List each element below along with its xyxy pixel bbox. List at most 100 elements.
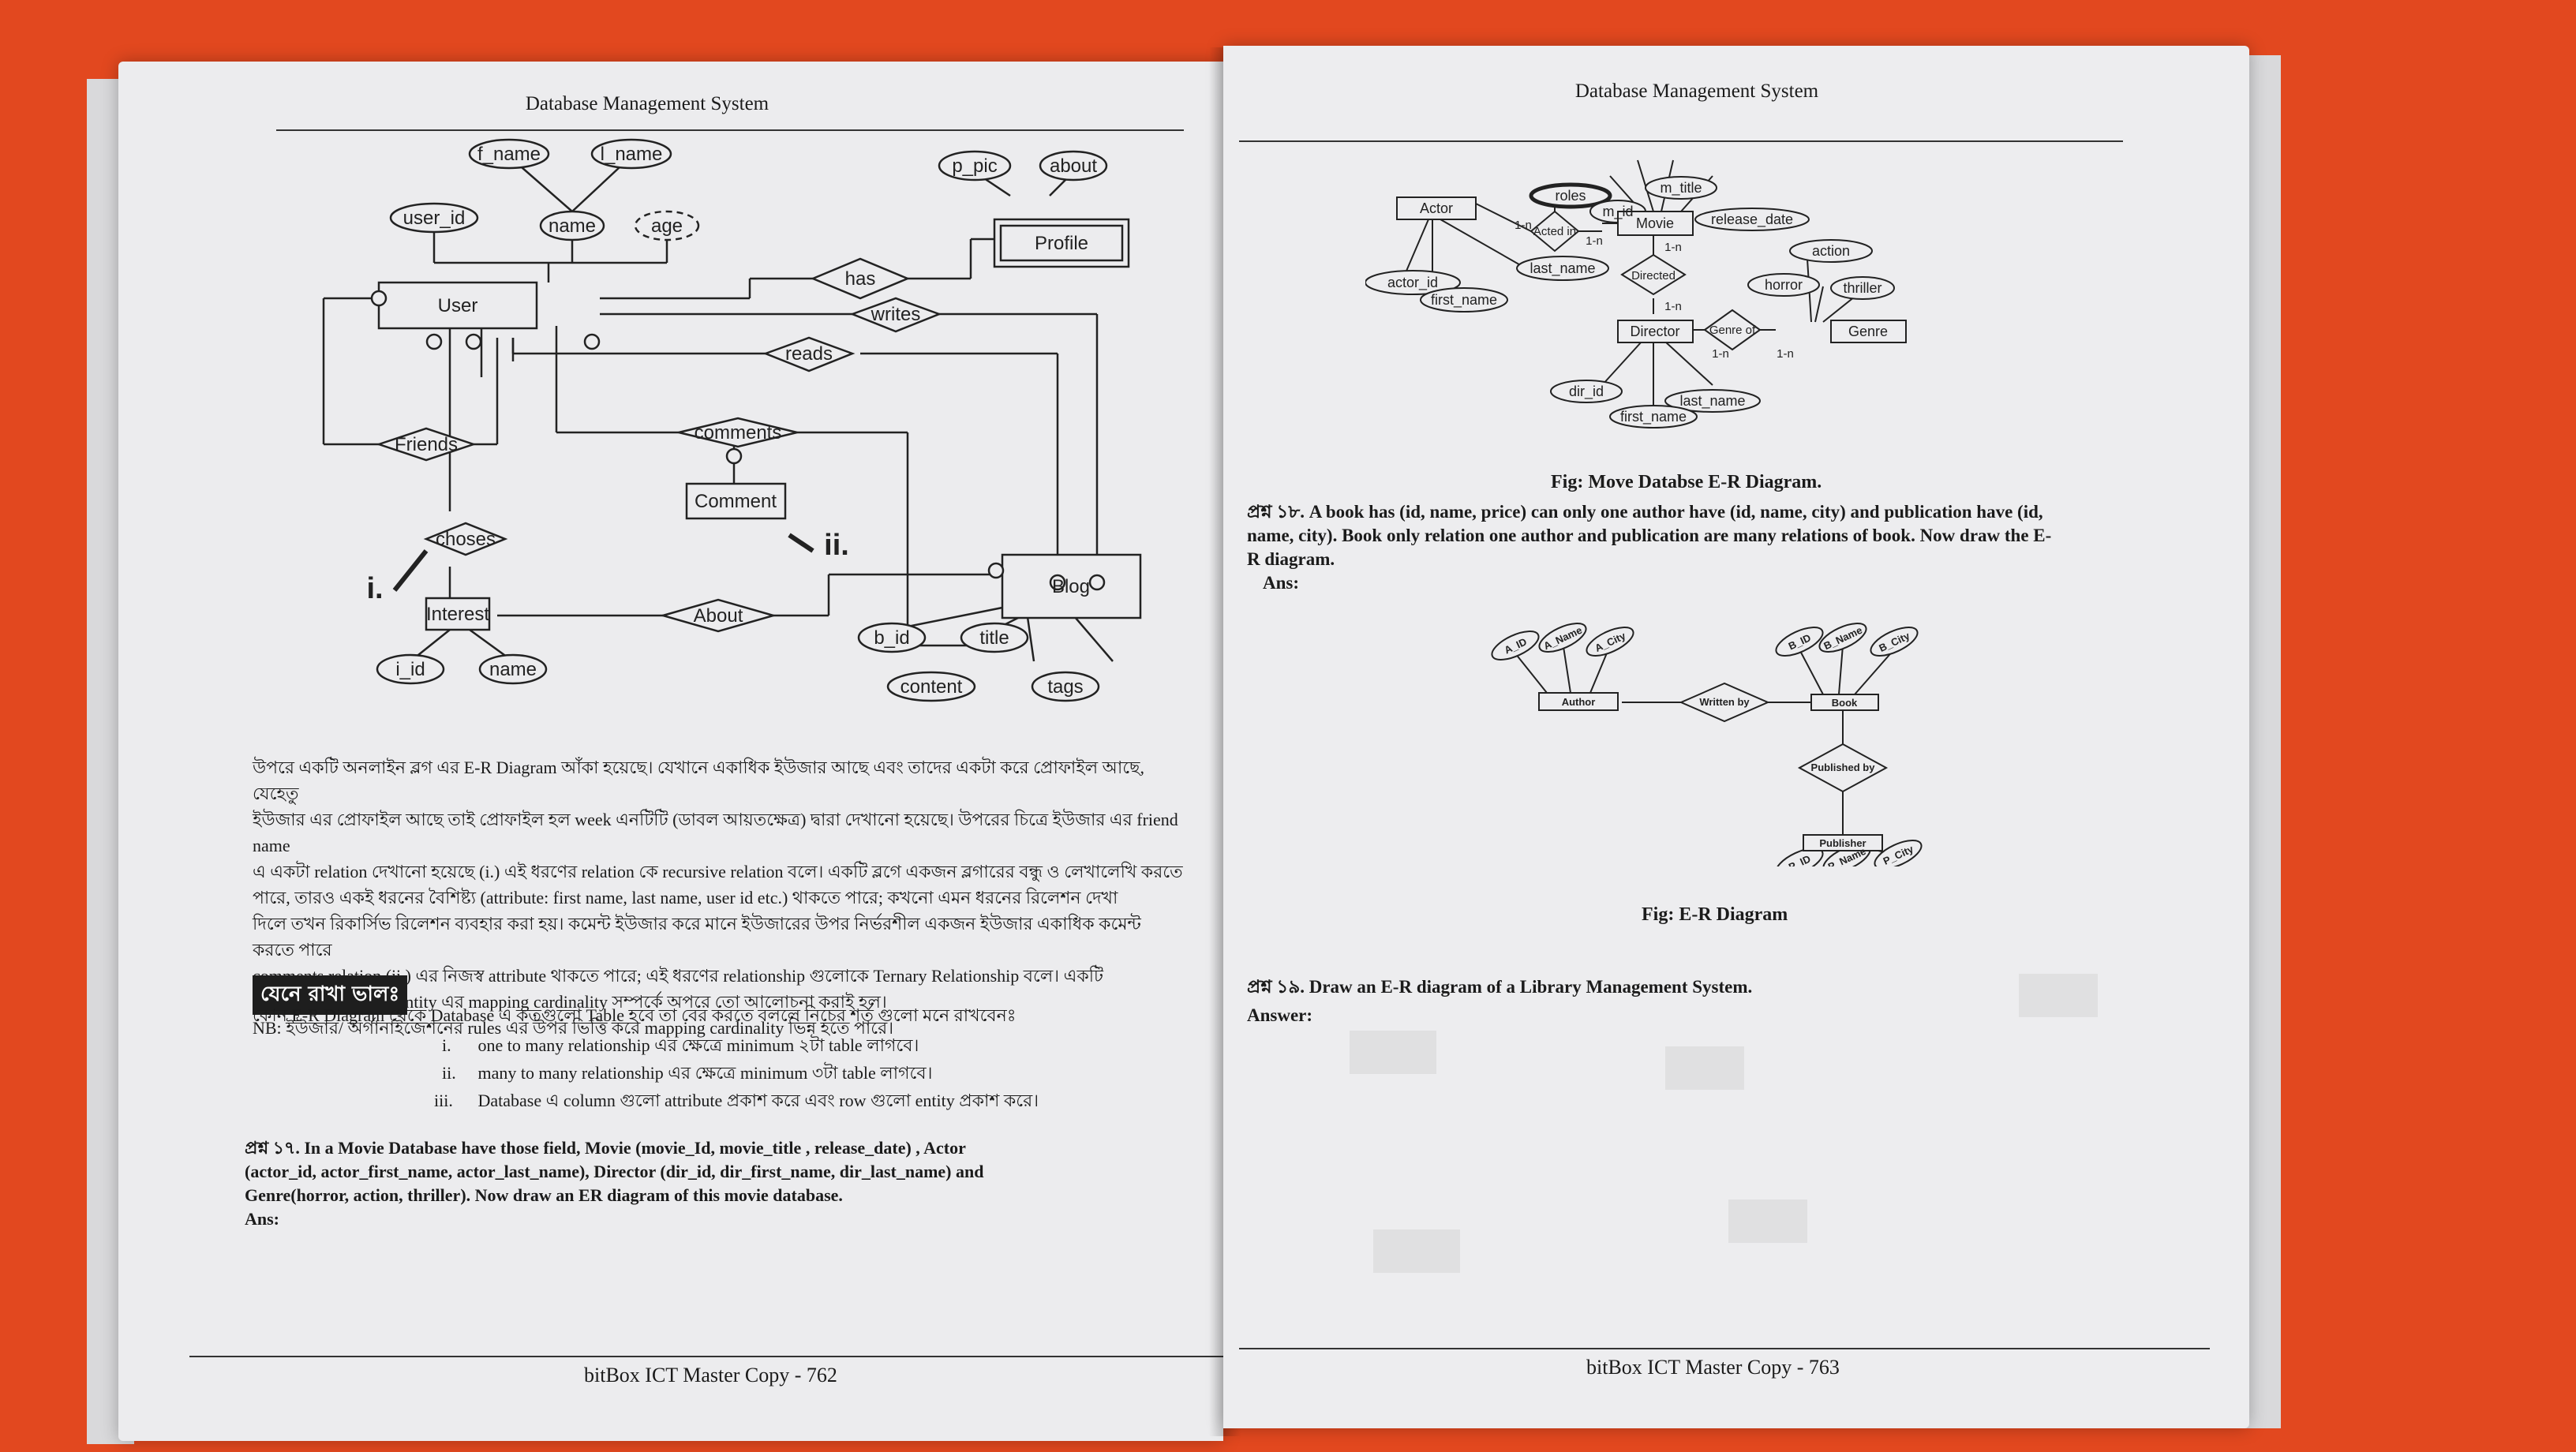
movie-attr-actor-first-name: first_name — [1431, 292, 1497, 309]
movie-attr-dir-id: dir_id — [1569, 384, 1604, 400]
movie-attr-m-title: m_title — [1660, 180, 1702, 196]
bleed-through-block — [1665, 1046, 1744, 1090]
question-18: প্রশ্ন ১৮. A book has (id, name, price) … — [1247, 500, 2178, 595]
question-line: name, city). Book only relation one auth… — [1247, 526, 2052, 545]
bleed-through-block — [1728, 1199, 1807, 1243]
bleed-through-block — [1373, 1229, 1460, 1273]
question-line: প্রশ্ন ১৮. A book has (id, name, price) … — [1247, 502, 2043, 522]
attr-l-name: l_name — [601, 144, 663, 165]
remember-item: iii. Database এ column গুলো attribute প্… — [434, 1087, 1039, 1117]
paragraph-line: এ একটা relation দেখানো হয়েছে (i.) এই ধর… — [253, 862, 1183, 881]
left-page-header: Database Management System — [525, 93, 769, 114]
entity-blog: Blog — [1052, 576, 1090, 597]
left-page: Database Management System — [118, 62, 1223, 1441]
question-17: প্রশ্ন ১৭. In a Movie Database have thos… — [245, 1136, 1184, 1231]
remember-item: ii. many to many relationship এর ক্ষেত্র… — [442, 1060, 932, 1089]
book-entity-book: Book — [1832, 697, 1858, 709]
entity-interest: Interest — [426, 604, 489, 625]
cardinality-label: 1-n — [1664, 300, 1682, 313]
question-19: প্রশ্ন ১৯. Draw an E-R diagram of a Libr… — [1247, 977, 1753, 997]
attr-f-name: f_name — [477, 144, 541, 165]
fig2-caption: Fig: E-R Diagram — [1642, 904, 1788, 925]
attr-age: age — [651, 215, 683, 237]
movie-rel-directed: Directed — [1631, 269, 1676, 283]
cardinality-label: 1-n — [1664, 241, 1682, 254]
question-line: Genre(horror, action, thriller). Now dra… — [245, 1185, 843, 1205]
right-footer-rule — [1239, 1348, 2210, 1349]
rel-choses: choses — [436, 529, 496, 550]
entity-user: User — [438, 295, 478, 316]
book-entity-author: Author — [1562, 696, 1596, 708]
remember-item-num: ii. — [442, 1063, 456, 1083]
nb-line: NB: ইউজার/ অর্গানাইজেশনের rules এর উপর ভ… — [253, 1018, 894, 1038]
marker-ii: ii. — [824, 529, 849, 562]
rel-writes: writes — [871, 304, 921, 325]
attr-user-id: user_id — [403, 208, 466, 229]
cardinality-label: 1-n — [1712, 347, 1729, 361]
movie-rel-genre-of: Genre of — [1709, 324, 1756, 337]
book-rel-written-by: Written by — [1699, 696, 1750, 708]
attr-p-pic: p_pic — [952, 155, 997, 177]
explanation-paragraph: উপরে একটি অনলাইন ব্লগ এর E-R Diagram আঁক… — [253, 754, 1184, 1041]
paragraph-line: ইউজার এর প্রোফাইল আছে তাই প্রোফাইল হল we… — [253, 810, 1178, 855]
paragraph-line: দিলে তখন রিকার্সিভ রিলেশন ব্যবহার করা হয… — [253, 914, 1141, 960]
rel-comments: comments — [695, 422, 782, 443]
entity-comment: Comment — [695, 491, 777, 512]
right-page-header: Database Management System — [1574, 80, 1819, 102]
movie-attr-roles: roles — [1555, 188, 1586, 204]
paragraph-line: উপরে একটি অনলাইন ব্লগ এর E-R Diagram আঁক… — [253, 758, 1144, 803]
blog-er-diagram: f_name l_name user_id name age p_pic abo… — [322, 138, 1142, 702]
left-footer-rule — [189, 1356, 1223, 1357]
movie-entity-actor: Actor — [1420, 200, 1453, 216]
remember-item-num: iii. — [434, 1091, 453, 1110]
question-line: (actor_id, actor_first_name, actor_last_… — [245, 1162, 984, 1181]
rel-friends: Friends — [395, 434, 458, 455]
cardinality-label: 1-n — [1777, 347, 1794, 361]
movie-attr-release-date: release_date — [1711, 211, 1793, 228]
left-page-footer: bitBox ICT Master Copy - 762 — [584, 1364, 837, 1387]
bleed-through-block — [1350, 1031, 1436, 1074]
attr-name: name — [549, 215, 596, 237]
attr-i-id: i_id — [395, 659, 425, 680]
attr-about: about — [1050, 155, 1097, 177]
remember-tag: যেনে রাখা ভালঃ — [253, 975, 408, 1015]
remember-item-num: i. — [442, 1035, 451, 1055]
movie-attr-thriller: thriller — [1843, 280, 1881, 296]
entity-profile: Profile — [1035, 233, 1088, 254]
bleed-through-block — [2019, 974, 2098, 1017]
book-entity-publisher: Publisher — [1819, 837, 1866, 849]
attr-b-id: b_id — [874, 627, 909, 649]
right-page-footer: bitBox ICT Master Copy - 763 — [1586, 1356, 1840, 1379]
movie-attr-m-id: m_id — [1602, 204, 1633, 220]
fig1-caption: Fig: Move Databse E-R Diagram. — [1551, 472, 1822, 492]
cardinality-label: 1-n — [1515, 219, 1532, 232]
paragraph-line: পারে, তারও একই ধরনের বৈশিষ্ট্য (attribut… — [253, 888, 1118, 908]
movie-entity-genre: Genre — [1848, 324, 1888, 339]
remember-item-text: one to many relationship এর ক্ষেত্রে min… — [477, 1035, 919, 1055]
answer-label: Answer: — [1247, 1005, 1313, 1025]
right-header-rule — [1239, 140, 2123, 142]
movie-attr-actor-last-name: last_name — [1530, 260, 1595, 277]
movie-attr-horror: horror — [1765, 277, 1803, 293]
book-rel-published-by: Published by — [1811, 762, 1876, 773]
movie-attr-action: action — [1812, 243, 1850, 259]
question-line: R diagram. — [1247, 549, 1335, 569]
remember-item-text: many to many relationship এর ক্ষেত্রে mi… — [477, 1063, 933, 1083]
attr-content: content — [900, 676, 963, 698]
cardinality-label: 1-n — [1586, 234, 1603, 248]
remember-intro: কোন E-R Diagram থেকে Database এ কতগুলো T… — [253, 1005, 1017, 1025]
rel-about: About — [694, 605, 743, 627]
movie-rel-acted-in: Acted in — [1533, 225, 1576, 238]
movie-attr-dir-last-name: last_name — [1679, 393, 1745, 410]
book-er-diagram: A_ID A_Name A_City B_ID B_Name B_City P_… — [1491, 623, 1923, 866]
attr-tags: tags — [1047, 676, 1083, 698]
marker-i: i. — [366, 572, 383, 605]
ans-label: Ans: — [1263, 573, 1300, 593]
attr-title: title — [979, 627, 1009, 649]
movie-entity-director: Director — [1630, 324, 1679, 339]
question-line: প্রশ্ন ১৭. In a Movie Database have thos… — [245, 1138, 966, 1158]
movie-attr-actor-id: actor_id — [1387, 275, 1438, 291]
movie-attr-dir-first-name: first_name — [1620, 409, 1687, 425]
right-page: Database Management System — [1223, 46, 2249, 1428]
rel-reads: reads — [785, 343, 833, 365]
